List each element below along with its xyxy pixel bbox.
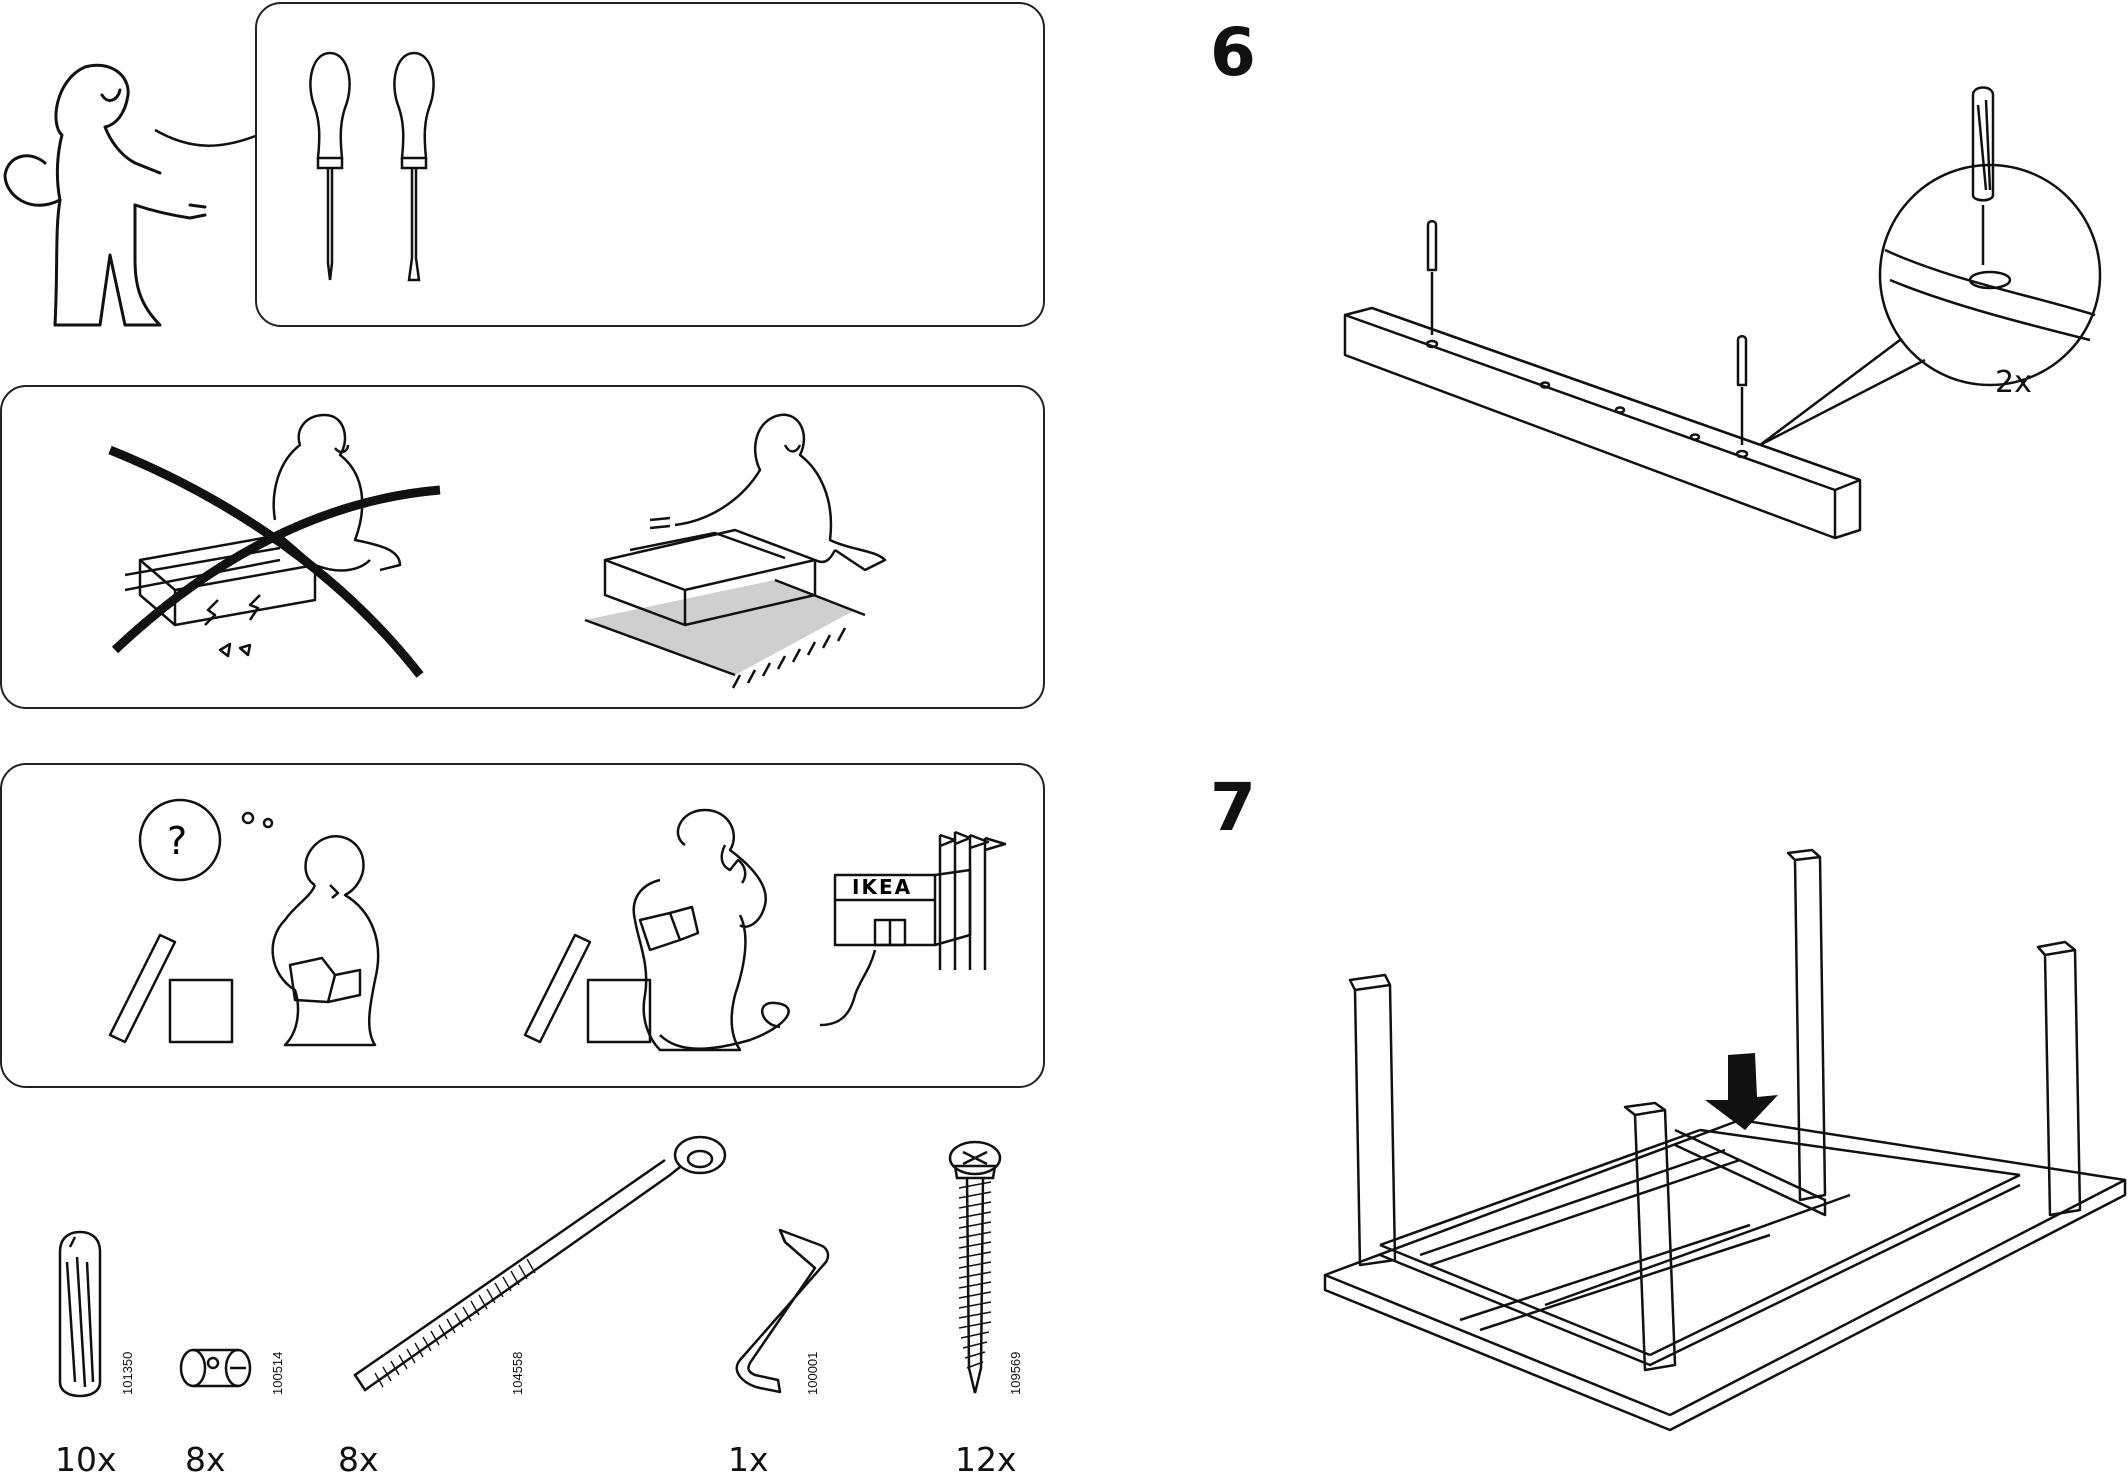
part-qty-5: 12x [955, 1440, 1017, 1479]
wooden-dowel-icon [58, 1230, 102, 1398]
phone-call-icon [523, 808, 790, 1052]
flathead-screwdriver-icon [393, 51, 435, 282]
wrong-way-icon [108, 413, 441, 678]
part-qty-2: 8x [185, 1440, 226, 1479]
part-code-1: 101350 [120, 1351, 135, 1395]
down-arrow-icon [1705, 1053, 1778, 1130]
person-pointing-icon [3, 63, 207, 327]
question-mark: ? [167, 819, 187, 863]
store-icon: IKEA [819, 830, 1007, 1027]
part-qty-4: 1x [728, 1440, 769, 1479]
part-qty-1: 10x [55, 1440, 117, 1479]
rail-with-dowels-diagram [1343, 86, 2102, 540]
part-code-4: 100001 [805, 1351, 820, 1395]
long-bolt-icon [353, 1135, 727, 1392]
phillips-screwdriver-icon [309, 51, 351, 281]
part-code-2: 100514 [270, 1351, 285, 1395]
part-qty-3: 8x [338, 1440, 379, 1479]
store-sign: IKEA [852, 875, 912, 899]
step-6-number: 6 [1210, 14, 1256, 91]
speech-pointer [154, 128, 260, 158]
table-frame-diagram [1323, 848, 2127, 1432]
step-6-multiplier: 2x [1995, 365, 2032, 400]
part-code-5: 109569 [1008, 1351, 1023, 1395]
part-code-3: 104558 [510, 1351, 525, 1395]
help-panel [0, 763, 1045, 1088]
right-way-rug-icon [584, 413, 887, 689]
screw-icon [948, 1140, 1002, 1394]
step-7-number: 7 [1210, 769, 1256, 846]
barrel-nut-icon [179, 1348, 252, 1388]
tools-panel [255, 2, 1045, 327]
floor-panel [0, 385, 1045, 709]
confused-person-icon: ? [108, 798, 380, 1047]
allen-key-icon [735, 1228, 830, 1394]
